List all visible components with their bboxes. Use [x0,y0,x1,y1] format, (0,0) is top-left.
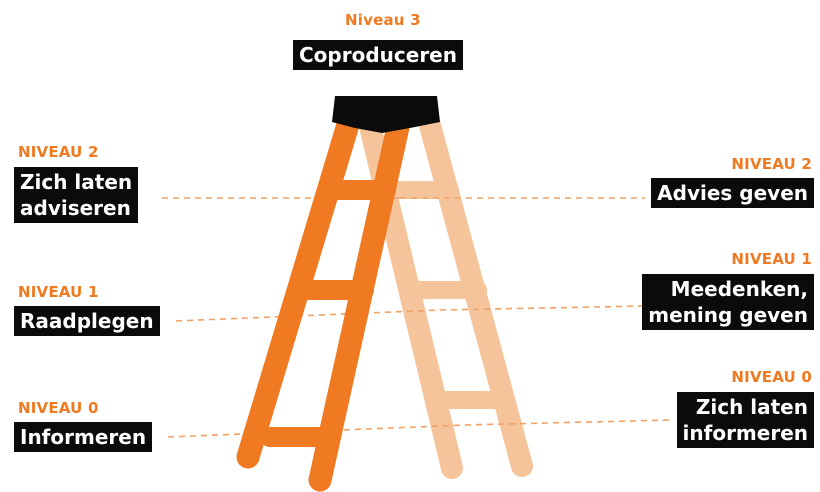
right-level-0: NIVEAU 0 [731,368,812,386]
left-label-1-line-1: Raadplegen [20,309,154,333]
right-level-2: NIVEAU 2 [731,155,812,173]
left-level-2: NIVEAU 2 [18,143,99,161]
right-label-1-line-1: Meedenken, [670,277,808,301]
connector-right-1 [439,305,646,311]
left-label-2-line-1: Zich laten [20,170,133,194]
right-label-1-line-2: mening geven [648,303,808,327]
connector-right-0 [464,419,673,426]
left-label-0-line-1: Informeren [20,425,147,449]
front-ladder [236,106,412,492]
right-level-1: NIVEAU 1 [731,250,812,268]
right-label-0-line-2: informeren [682,421,808,445]
left-label-0-box: Informeren [14,422,153,452]
left-label-2-line-2: adviseren [20,196,131,220]
top-label-box: Coproduceren [293,40,463,70]
left-label-2-box: Zich laten adviseren [14,167,139,223]
ladder-top-cap [332,96,440,133]
top-level-label: Niveau 3 [345,11,421,29]
connector-left-1 [175,309,441,322]
right-label-2-line-1: Advies geven [657,181,808,205]
right-label-0-line-1: Zich laten [695,395,808,419]
left-level-1: NIVEAU 1 [18,283,99,301]
right-label-2-box: Advies geven [651,178,814,208]
right-label-0-box: Zich laten informeren [676,392,814,448]
left-level-0: NIVEAU 0 [18,399,99,417]
left-label-1-box: Raadplegen [14,306,160,336]
right-label-1-box: Meedenken, mening geven [642,274,814,330]
top-label-text: Coproduceren [299,43,457,67]
